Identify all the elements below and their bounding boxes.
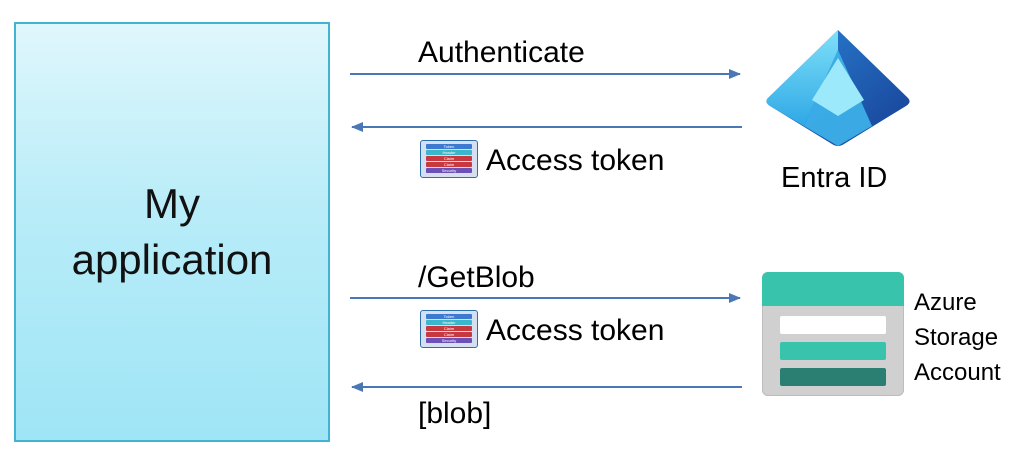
storage-top-band [762, 272, 904, 306]
access-token-label: Access token [486, 144, 665, 177]
application-label-line2: application [71, 236, 273, 283]
token-icon: Token Header Claim Claim Security [420, 140, 478, 178]
token-row-header: Header [426, 320, 472, 325]
entra-id-icon [766, 30, 910, 146]
storage-slot-white [780, 316, 886, 334]
application-label-line1: My [144, 180, 200, 227]
storage-label-line3: Account [914, 358, 1001, 386]
token-row-title: Token [426, 144, 472, 149]
application-label: My application [42, 176, 302, 288]
access-token-label: Access token [486, 314, 665, 347]
blob-label: [blob] [418, 397, 492, 430]
token-row-claim: Claim [426, 156, 472, 161]
storage-slot-dark [780, 368, 886, 386]
token-row-security: Security [426, 168, 472, 173]
token-row-claim: Claim [426, 162, 472, 167]
token-row-claim: Claim [426, 332, 472, 337]
token-row-claim: Claim [426, 326, 472, 331]
authenticate-label: Authenticate [418, 36, 585, 69]
storage-account-label: Azure Storage Account [914, 286, 1001, 390]
token-row-header: Header [426, 150, 472, 155]
getblob-label: /GetBlob [418, 261, 535, 294]
entra-id-label: Entra ID [781, 162, 888, 194]
storage-label-line2: Storage [914, 323, 999, 351]
token-row-title: Token [426, 314, 472, 319]
storage-slot-teal [780, 342, 886, 360]
token-icon: Token Header Claim Claim Security [420, 310, 478, 348]
storage-label-line1: Azure [914, 289, 977, 316]
application-box: My application [14, 22, 330, 442]
token-row-security: Security [426, 338, 472, 343]
storage-account-icon [762, 272, 904, 396]
